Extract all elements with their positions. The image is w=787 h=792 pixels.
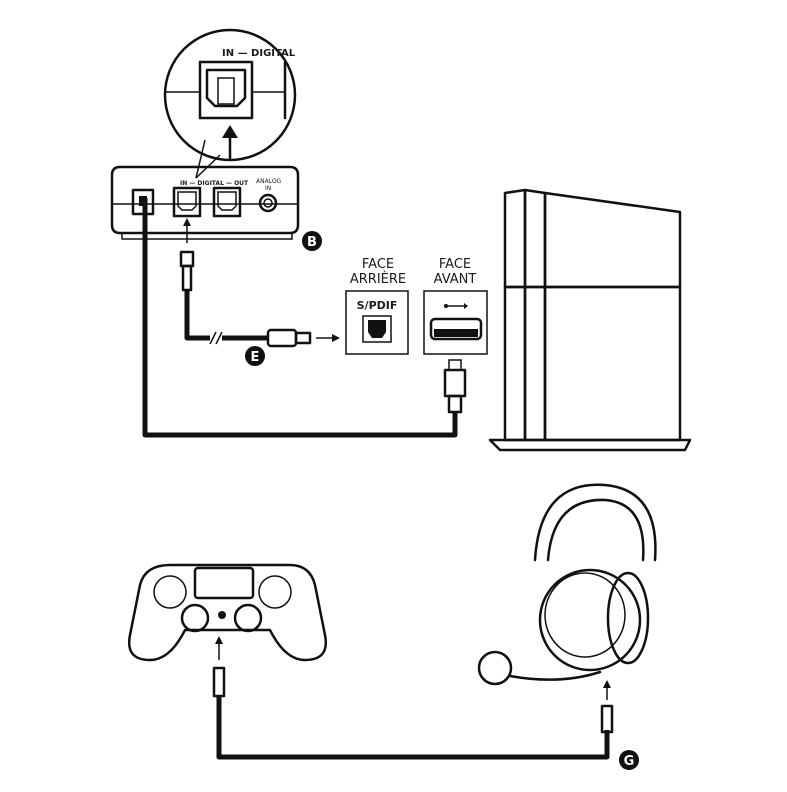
front-label-2: AVANT xyxy=(434,272,477,287)
analog-label: ANALOG xyxy=(256,178,282,185)
zoom-label: IN — DIGITAL xyxy=(222,48,296,59)
rear-label: FACE xyxy=(362,257,394,272)
zoom-magnifier: IN — DIGITAL xyxy=(163,28,297,179)
headset xyxy=(477,483,657,686)
svg-text:B: B xyxy=(307,235,317,250)
callout-g: G xyxy=(619,750,639,770)
spdif-label: S/PDIF xyxy=(357,299,398,312)
optical-cable xyxy=(179,218,340,348)
controller-cable xyxy=(212,636,610,760)
rear-port-panel: FACE ARRIÈRE S/PDIF xyxy=(345,257,409,355)
usb-cable xyxy=(142,198,467,438)
arrow-up-icon xyxy=(222,125,238,138)
usb-icon xyxy=(444,303,468,309)
ps4-console xyxy=(488,188,692,452)
front-port-panel: FACE AVANT xyxy=(423,257,488,355)
callout-e: E xyxy=(245,346,265,366)
callout-b: B xyxy=(302,231,322,251)
svg-text:G: G xyxy=(624,754,635,769)
analog-label-in: IN xyxy=(265,185,271,192)
front-label: FACE xyxy=(439,257,471,272)
headset-cable xyxy=(600,680,614,734)
transmitter-device: IN — DIGITAL — OUT ANALOG IN xyxy=(110,165,300,240)
svg-text:E: E xyxy=(251,350,260,365)
digital-port-label: IN — DIGITAL — OUT xyxy=(180,180,249,187)
rear-label-2: ARRIÈRE xyxy=(350,271,406,287)
ps4-controller xyxy=(127,563,328,662)
